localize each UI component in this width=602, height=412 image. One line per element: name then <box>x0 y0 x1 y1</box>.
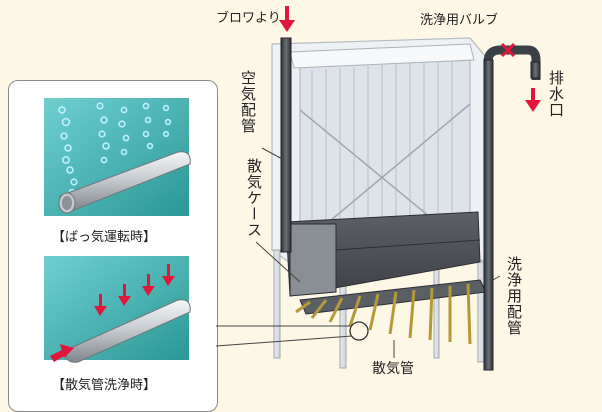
inset-top-caption: 【ばっ気運転時】 <box>52 230 157 245</box>
blower-label: ブロワより <box>216 11 281 26</box>
unit-frame <box>271 37 491 369</box>
diffuser-pipe-label: 散気管 <box>372 361 414 377</box>
wash-pipe <box>483 45 541 371</box>
inset-cleaning-image <box>44 256 191 363</box>
blower-arrow-icon <box>279 6 295 32</box>
inset-bottom-caption: 【散気管洗浄時】 <box>52 378 157 393</box>
zoom-circle <box>349 321 369 341</box>
air-pipe-label: 空気配管 <box>239 70 257 134</box>
membrane-unit-illustration <box>44 6 541 371</box>
diffuser-case-box <box>285 211 481 297</box>
wash-valve-label: 洗浄用バルブ <box>420 13 499 28</box>
drain-arrow-icon <box>525 88 541 112</box>
drain-outlet-label: 排水口 <box>547 70 565 118</box>
diffuser-case-label: 散気ケース <box>245 158 263 238</box>
diagram-stage: ブロワより 洗浄用バルブ 排水口 空気配管 散気ケース 洗浄用配管 散気管 【ば… <box>8 6 565 412</box>
air-pipe <box>280 37 292 253</box>
inset-aeration-image <box>44 98 191 216</box>
wash-valve-icon <box>500 42 516 58</box>
diffuser-pipe-array <box>295 279 487 345</box>
wash-pipe-label: 洗浄用配管 <box>505 256 523 336</box>
leader-lines <box>215 147 501 358</box>
